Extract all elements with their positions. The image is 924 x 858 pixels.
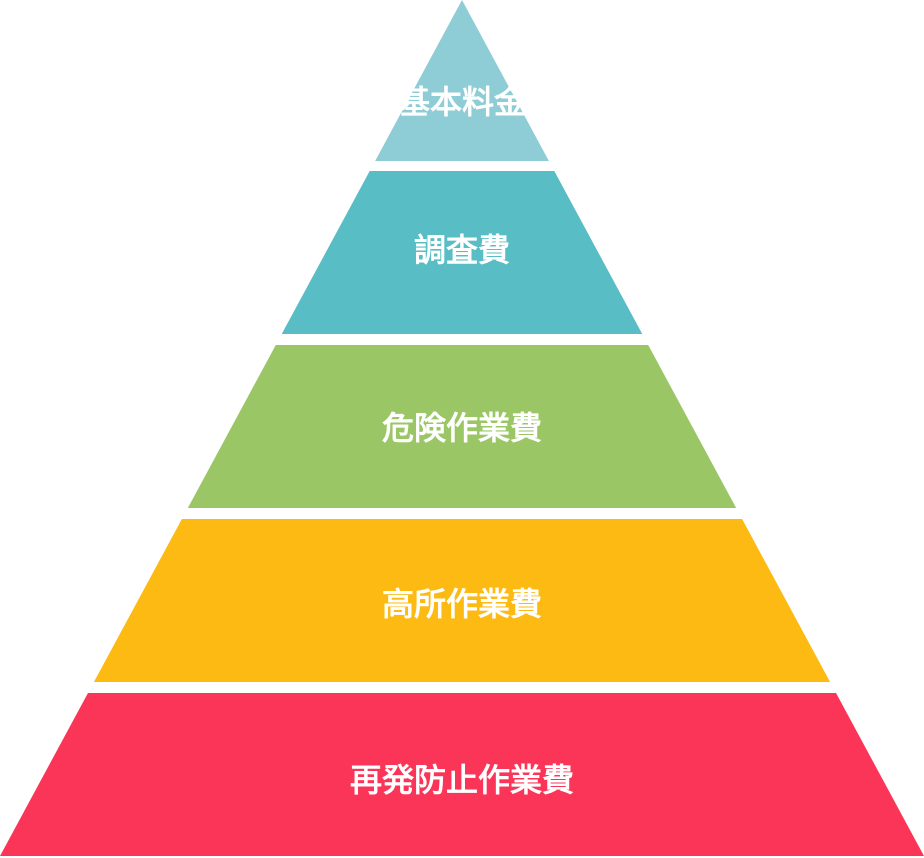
pyramid-tier-label-5: 再発防止作業費 <box>350 761 574 799</box>
pyramid-tier-5 <box>0 693 924 856</box>
pyramid-tier-label-1: 基本料金 <box>398 83 527 121</box>
pyramid-tier-1 <box>375 0 549 161</box>
pyramid-tier-label-4: 高所作業費 <box>382 585 542 623</box>
pyramid-tier-4 <box>93 519 831 682</box>
pyramid-tier-label-3: 危険作業費 <box>382 409 542 447</box>
pyramid-tier-label-2: 調査費 <box>414 231 510 269</box>
pyramid-tier-3 <box>187 345 737 508</box>
pyramid-tier-2 <box>281 171 643 334</box>
